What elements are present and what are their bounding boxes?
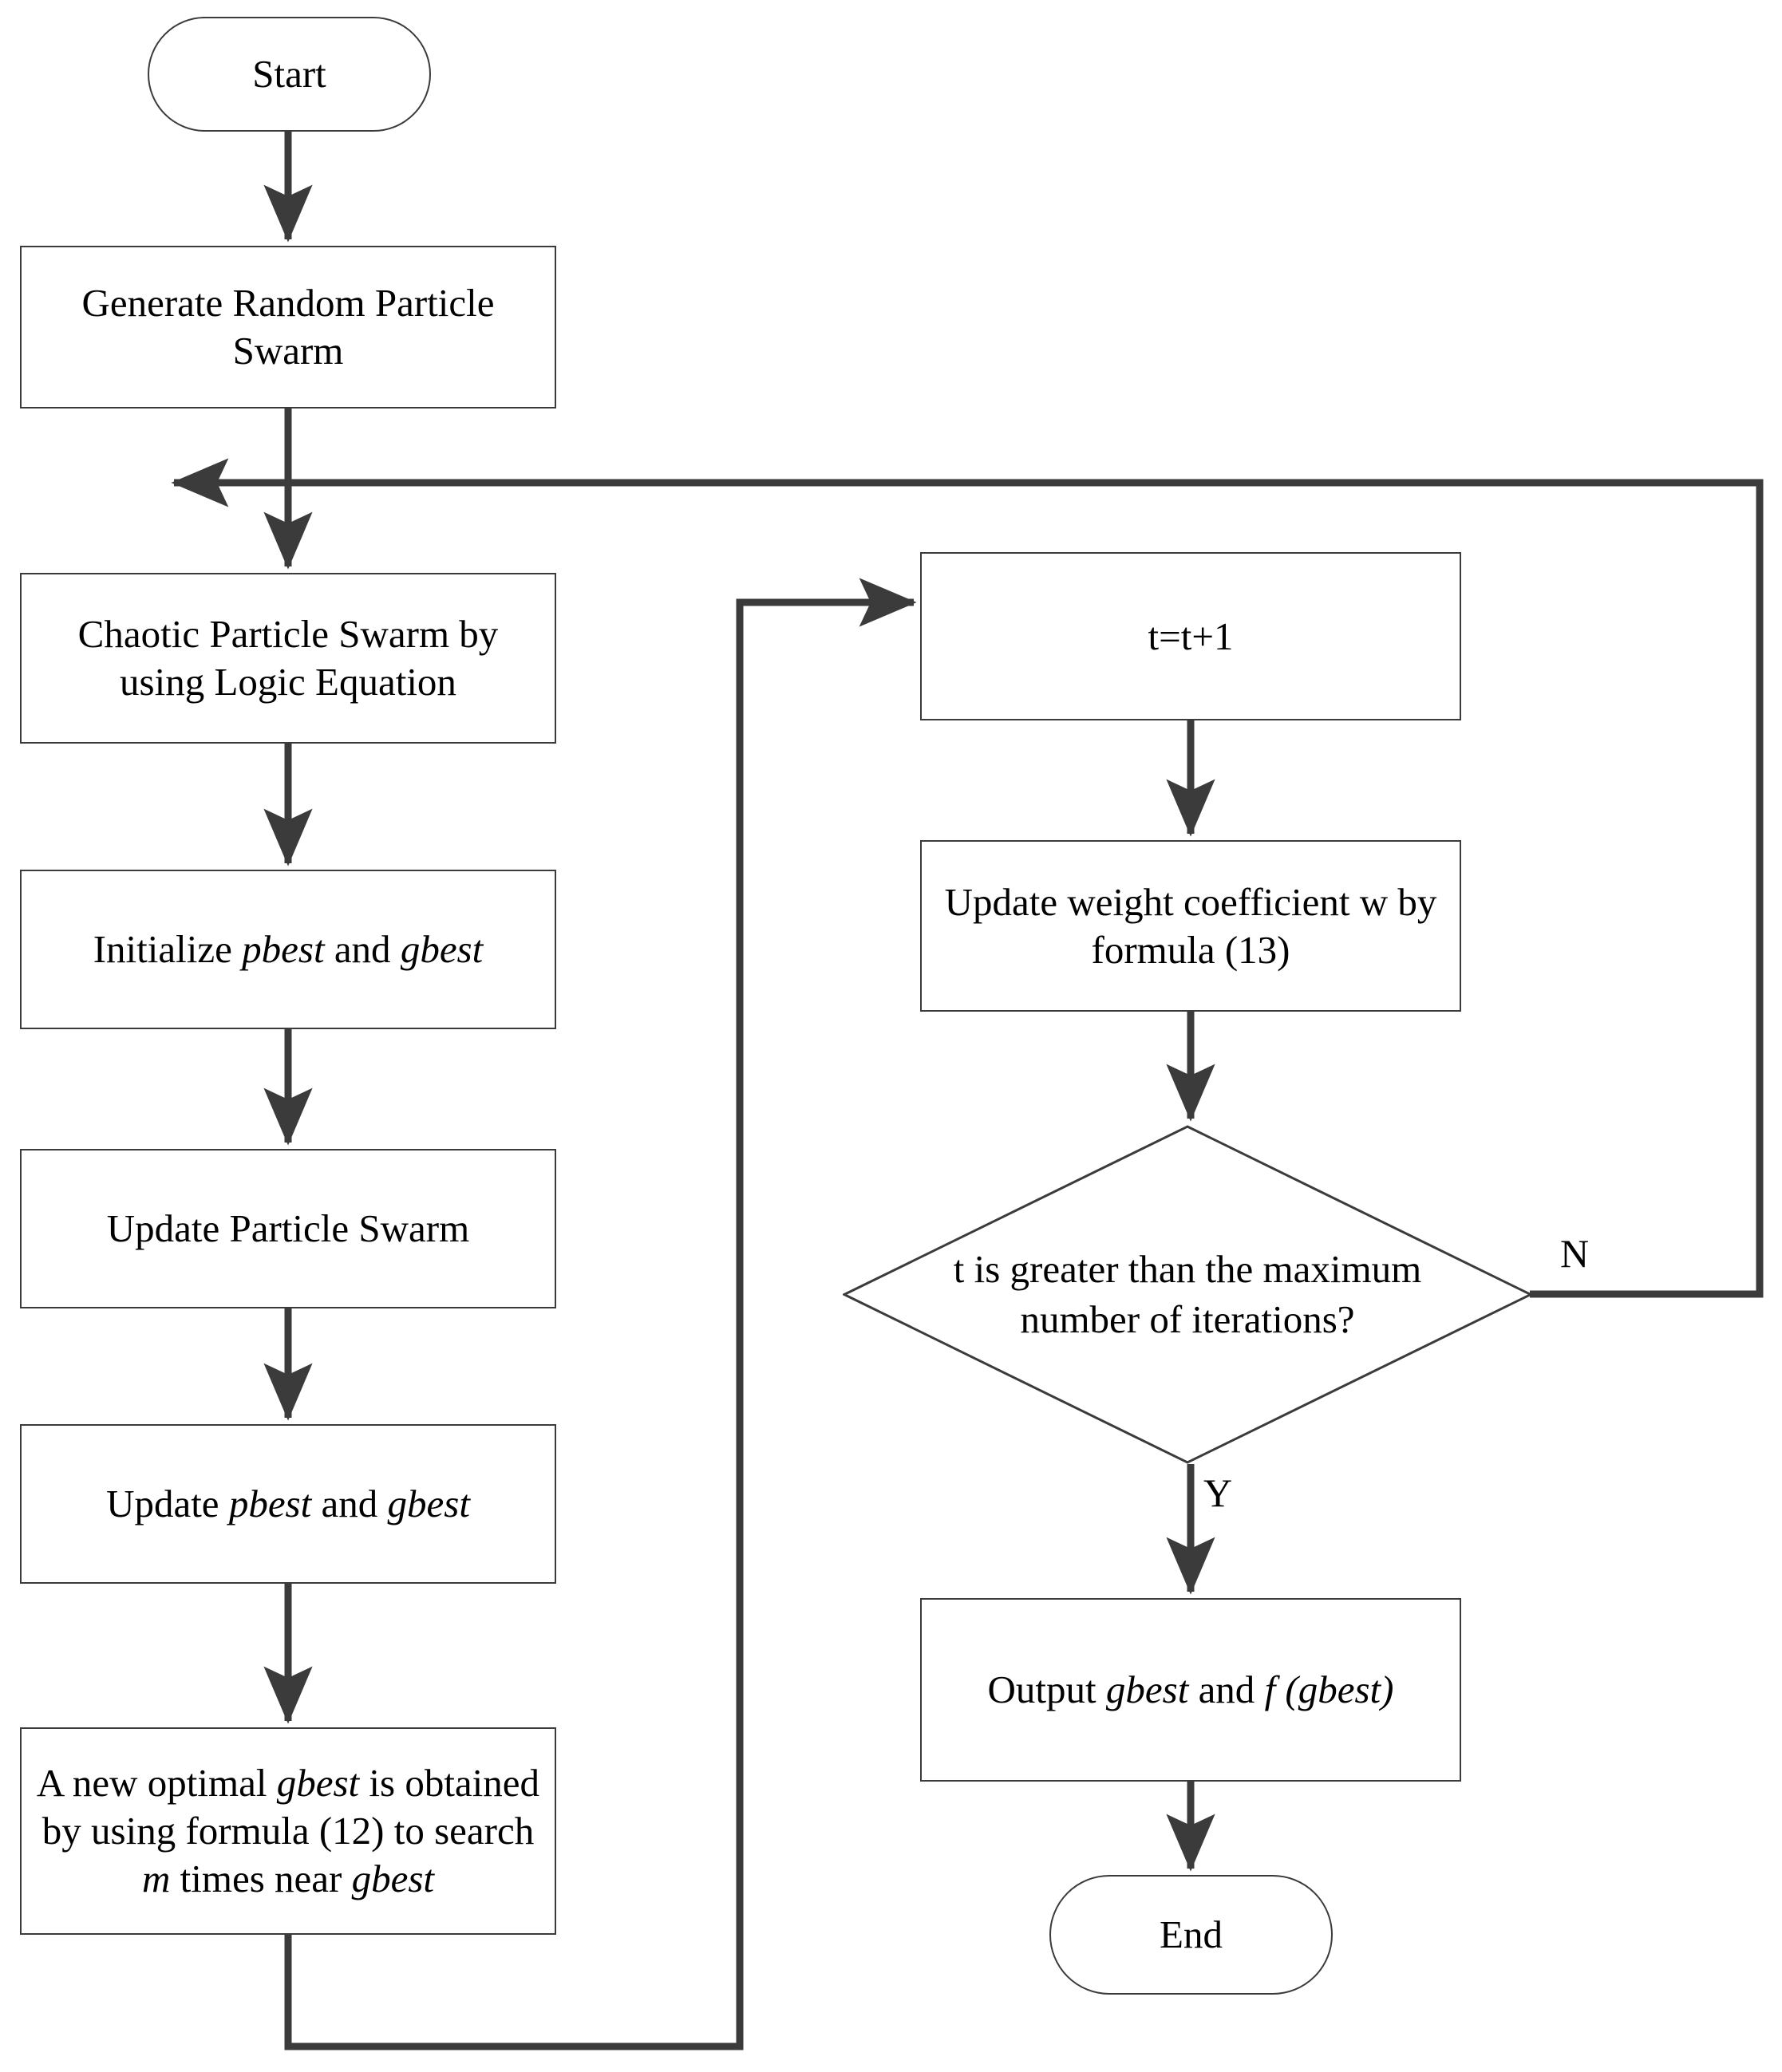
- node-chaotic-particle-swarm-label: Chaotic Particle Swarm by using Logic Eq…: [77, 612, 499, 704]
- node-generate-random-particle-swarm-label: Generate Random Particle Swarm: [81, 281, 495, 373]
- node-start[interactable]: Start: [148, 17, 431, 132]
- node-initialize-pbest-gbest-label: Initialize pbest and gbest: [93, 927, 484, 972]
- node-generate-random-particle-swarm[interactable]: Generate Random Particle Swarm: [20, 246, 556, 408]
- node-new-optimal-gbest-label: A new optimal gbest is obtained by using…: [36, 1761, 540, 1900]
- node-output-gbest[interactable]: Output gbest and f (gbest): [920, 1598, 1461, 1782]
- decision-diamond-shape: [843, 1125, 1532, 1464]
- node-update-weight-coefficient-label: Update weight coefficient w by formula (…: [944, 879, 1437, 972]
- node-end[interactable]: End: [1049, 1875, 1333, 1995]
- node-start-label: Start: [252, 52, 326, 97]
- node-new-optimal-gbest[interactable]: A new optimal gbest is obtained by using…: [20, 1727, 556, 1935]
- node-increment-t[interactable]: t=t+1: [920, 552, 1461, 720]
- node-output-gbest-label: Output gbest and f (gbest): [987, 1667, 1394, 1712]
- edge-label-yes: Y: [1203, 1470, 1233, 1515]
- node-end-label: End: [1160, 1912, 1223, 1957]
- node-update-pbest-gbest-label: Update pbest and gbest: [106, 1482, 470, 1526]
- node-decision-max-iterations[interactable]: t is greater than the maximum number of …: [843, 1125, 1532, 1464]
- node-decision-max-iterations-label: t is greater than the maximum number of …: [953, 1246, 1422, 1341]
- node-update-particle-swarm[interactable]: Update Particle Swarm: [20, 1149, 556, 1308]
- node-update-weight-coefficient[interactable]: Update weight coefficient w by formula (…: [920, 840, 1461, 1012]
- node-update-pbest-gbest[interactable]: Update pbest and gbest: [20, 1424, 556, 1584]
- node-increment-t-label: t=t+1: [1148, 614, 1234, 658]
- edge-new-optimal-to-increment-t: [284, 578, 917, 2050]
- node-chaotic-particle-swarm[interactable]: Chaotic Particle Swarm by using Logic Eq…: [20, 573, 556, 744]
- edge-decision-no-to-chaotic: [171, 458, 1764, 1298]
- node-update-particle-swarm-label: Update Particle Swarm: [106, 1206, 470, 1251]
- edge-label-no: N: [1560, 1231, 1590, 1276]
- node-initialize-pbest-gbest[interactable]: Initialize pbest and gbest: [20, 870, 556, 1029]
